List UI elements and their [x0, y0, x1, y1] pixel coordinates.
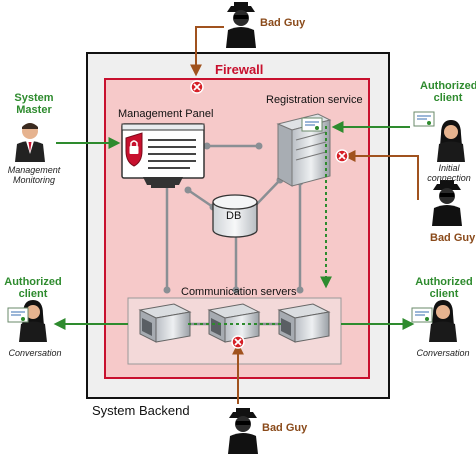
client-initial-caption: Initial connection	[427, 163, 471, 183]
registration-server-icon	[276, 113, 332, 187]
bad-guy-top-icon	[226, 2, 256, 48]
client-right-title: Authorized client	[415, 276, 473, 301]
management-panel-label: Management Panel	[118, 108, 214, 120]
system-master-icon	[15, 123, 45, 162]
shield-lock-icon	[125, 132, 143, 167]
comm-server-middle	[207, 303, 261, 343]
client-left-title: Authorized client	[4, 276, 62, 301]
attack-arrows	[190, 26, 419, 404]
bad-guy-right-icon	[432, 180, 462, 226]
system-master-title: System Master	[14, 92, 54, 117]
blocked-icon-right	[335, 149, 349, 163]
system-backend-label: System Backend	[92, 403, 190, 418]
client-right-caption: Conversation	[416, 348, 470, 358]
system-master-caption: Management Monitoring	[7, 165, 61, 185]
bad-guy-right-label: Bad Guy	[430, 232, 476, 244]
comm-server-left	[138, 303, 192, 343]
certificate-icon-left	[7, 307, 29, 323]
blocked-icon-bottom	[231, 335, 245, 349]
bad-guy-top-label: Bad Guy	[260, 17, 306, 29]
communication-servers-label: Communication servers	[181, 286, 297, 298]
certificate-icon-initial	[413, 111, 435, 127]
bad-guy-bottom-icon	[228, 408, 258, 454]
bad-guy-bottom-label: Bad Guy	[262, 422, 308, 434]
client-left-caption: Conversation	[8, 348, 62, 358]
client-initial-title: Authorized client	[420, 80, 476, 105]
db-cylinder	[212, 194, 258, 238]
comm-server-right	[277, 303, 331, 343]
attack-arrow-top	[190, 26, 224, 77]
client-initial-icon	[437, 120, 465, 162]
blocked-icon-top	[190, 80, 204, 94]
attack-arrow-right	[343, 150, 419, 200]
firewall-label: Firewall	[215, 62, 264, 77]
registration-service-label: Registration service	[266, 94, 363, 106]
green-arrows	[53, 121, 415, 330]
client-right-icon	[429, 300, 457, 342]
certificate-icon-right	[411, 307, 433, 323]
db-label: DB	[226, 210, 242, 222]
